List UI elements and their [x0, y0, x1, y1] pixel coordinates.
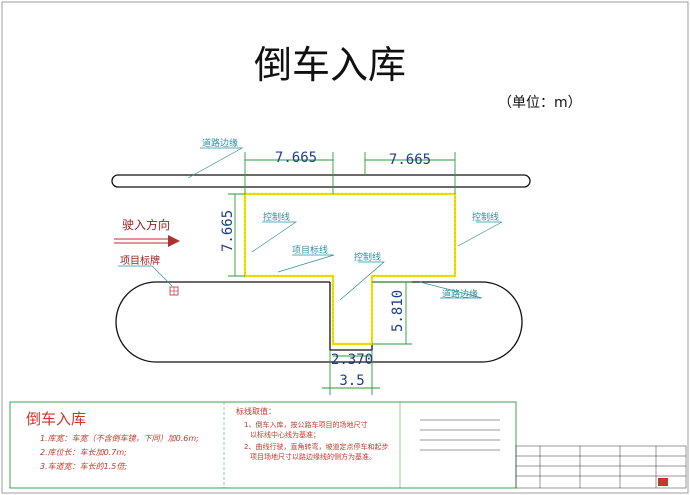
notes-panel	[9, 401, 517, 489]
dimension-lines	[228, 152, 456, 395]
page-title: 倒车入库	[254, 43, 406, 87]
project-sign-icon	[169, 286, 179, 296]
dim-left-vertical: 7.665	[220, 210, 236, 252]
leader-lines	[118, 147, 503, 301]
dim-garage-depth: 5.810	[390, 290, 406, 332]
dim-bottom-width: 3.5	[339, 373, 364, 389]
label-project-marker-line: 项目标线	[292, 244, 328, 256]
label-entry-direction: 驶入方向	[122, 217, 170, 232]
unit-label: （单位：m）	[498, 95, 582, 111]
label-road-edge-top: 道路边缘	[202, 137, 238, 149]
garage-walls	[329, 282, 373, 351]
marking-line-4: 项目场地尺寸以路边缘线的侧方为基准。	[250, 452, 376, 461]
marking-line-2: 以标线中心线为基准；	[250, 430, 320, 439]
label-control-line-bottom: 控制线	[354, 251, 381, 263]
notes-line-3: 3.车道宽：车长的1.5倍;	[40, 462, 127, 471]
lower-road-loop	[115, 281, 523, 363]
dim-top-right: 7.665	[389, 152, 431, 168]
marking-line-1: 1、倒车入库，按公路车项目的场地尺寸	[244, 420, 367, 429]
marking-line-3: 2、曲线行驶，直角转弯，坡道定点停车和起步	[244, 442, 388, 451]
label-project-sign: 项目标牌	[120, 254, 160, 267]
notes-title: 倒车入库	[26, 410, 86, 428]
label-control-line-right: 控制线	[472, 211, 499, 223]
dim-top-left: 7.665	[275, 150, 317, 166]
label-road-edge-right: 道路边缘	[442, 288, 478, 300]
top-road-edge	[111, 174, 531, 188]
label-control-line-left: 控制线	[263, 211, 290, 223]
control-line-dash	[244, 193, 456, 345]
logo-icon	[658, 478, 668, 486]
notes-line-2: 2.库位长：车长加0.7m;	[40, 448, 127, 457]
notes-line-1: 1.库宽：车宽（不含倒车镜，下同）加0.6m;	[40, 434, 199, 443]
title-block	[420, 419, 687, 489]
entry-arrow-icon	[114, 235, 180, 247]
marking-title: 标线取值：	[236, 406, 276, 416]
dim-garage-width: 2.370	[331, 352, 373, 368]
